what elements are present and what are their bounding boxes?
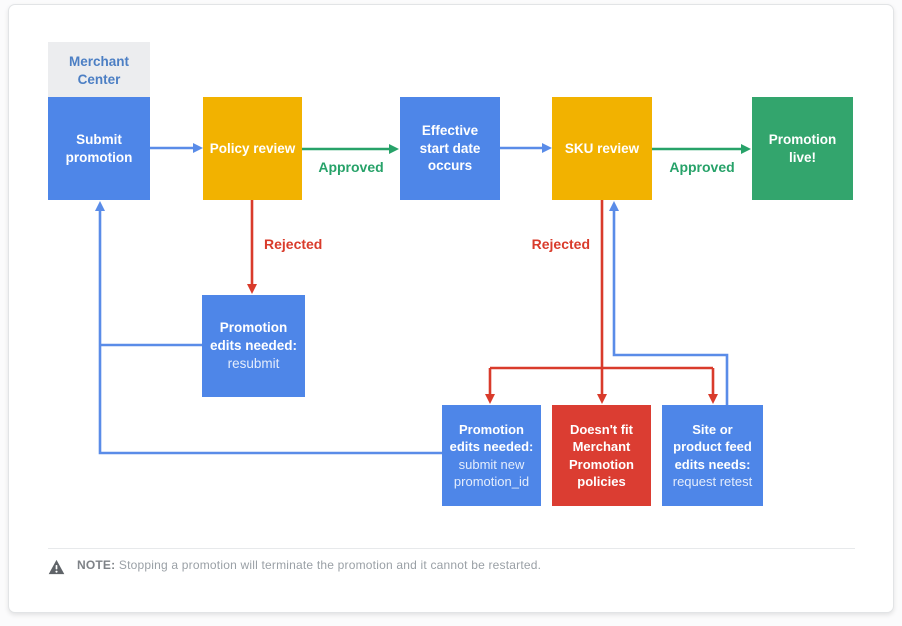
merchant-center-label: Merchant Center <box>68 54 129 87</box>
node-subtitle: submit new promotion_id <box>453 456 530 489</box>
label-rejected-sku: Rejected <box>531 236 590 252</box>
node-sku-review: SKU review <box>552 97 652 200</box>
edge-sku-rejected-trunk <box>490 200 713 370</box>
node-title: Promotion edits needed: <box>209 320 298 354</box>
node-edits-submit-new-id: Promotion edits needed: submit new promo… <box>442 405 541 506</box>
warning-icon <box>48 559 65 575</box>
label-approved-sku: Approved <box>669 159 735 175</box>
node-subtitle: request retest <box>672 473 753 489</box>
node-title: Promotion edits needed: <box>449 422 534 455</box>
note-divider <box>48 548 855 549</box>
edge-site-feed-retest-to-sku <box>609 201 729 405</box>
node-title: Site or product feed edits needs: <box>673 422 752 472</box>
note-text: NOTE: Stopping a promotion will terminat… <box>77 558 541 572</box>
note-row: NOTE: Stopping a promotion will terminat… <box>48 558 541 575</box>
node-label: Promotion live! <box>768 131 837 165</box>
node-label: Policy review <box>209 140 296 156</box>
node-label: Effective start date occurs <box>419 122 481 174</box>
node-label: SKU review <box>564 140 640 156</box>
label-approved-policy: Approved <box>318 159 384 175</box>
node-submit-promotion: Submit promotion <box>48 97 150 200</box>
node-site-feed-edits: Site or product feed edits needs: reques… <box>662 405 763 506</box>
node-label: Submit promotion <box>65 131 133 165</box>
merchant-center-tag: Merchant Center <box>48 42 150 100</box>
node-edits-resubmit: Promotion edits needed: resubmit <box>202 295 305 397</box>
label-rejected-policy: Rejected <box>264 236 323 252</box>
node-doesnt-fit-policies: Doesn't fit Merchant Promotion policies <box>552 405 651 506</box>
note-prefix: NOTE: <box>77 558 116 572</box>
node-promotion-live: Promotion live! <box>752 97 853 200</box>
node-subtitle: resubmit <box>227 355 280 371</box>
node-effective-start-date: Effective start date occurs <box>400 97 500 200</box>
node-policy-review: Policy review <box>203 97 302 200</box>
node-title: Doesn't fit Merchant Promotion policies <box>569 422 634 489</box>
note-body: Stopping a promotion will terminate the … <box>115 558 542 572</box>
